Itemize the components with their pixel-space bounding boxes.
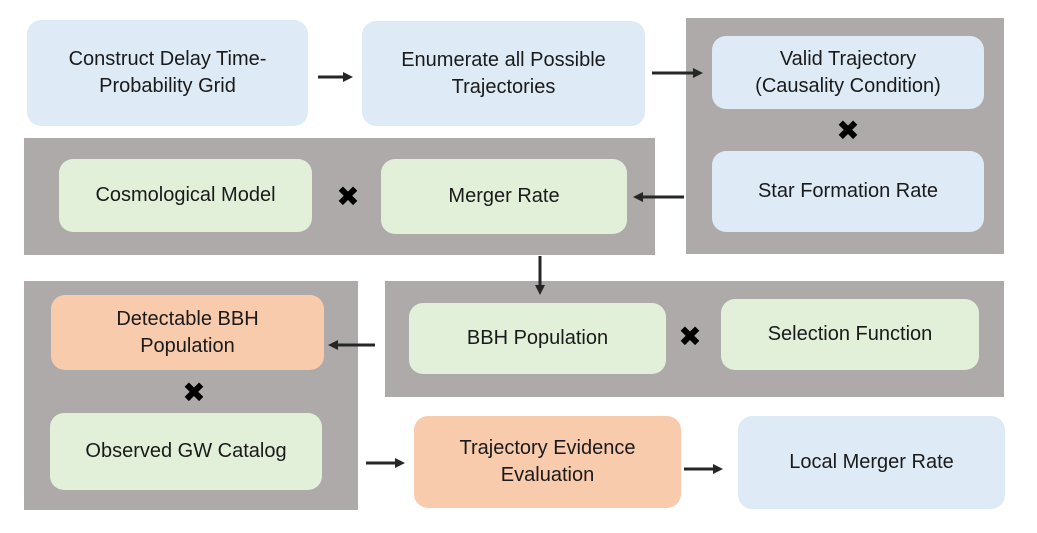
multiply-icon: ✖ [836, 114, 860, 147]
local-merger-rate-box: Local Merger Rate [738, 416, 1005, 509]
enumerate-trajectories-box: Enumerate all Possible Trajectories [362, 21, 645, 126]
multiply-icon: ✖ [678, 320, 702, 353]
multiply-icon: ✖ [336, 180, 360, 213]
bbh-population-box: BBH Population [409, 303, 666, 374]
star-formation-rate-box: Star Formation Rate [712, 151, 984, 232]
multiply-icon: ✖ [182, 376, 206, 409]
construct-grid-box: Construct Delay Time- Probability Grid [27, 20, 308, 126]
trajectory-evidence-box: Trajectory Evidence Evaluation [414, 416, 681, 508]
selection-function-box: Selection Function [721, 299, 979, 370]
detectable-bbh-box: Detectable BBH Population [51, 295, 324, 370]
observed-gw-catalog-box: Observed GW Catalog [50, 413, 322, 490]
cosmological-model-box: Cosmological Model [59, 159, 312, 232]
valid-trajectory-box: Valid Trajectory (Causality Condition) [712, 36, 984, 109]
merger-rate-box: Merger Rate [381, 159, 627, 234]
